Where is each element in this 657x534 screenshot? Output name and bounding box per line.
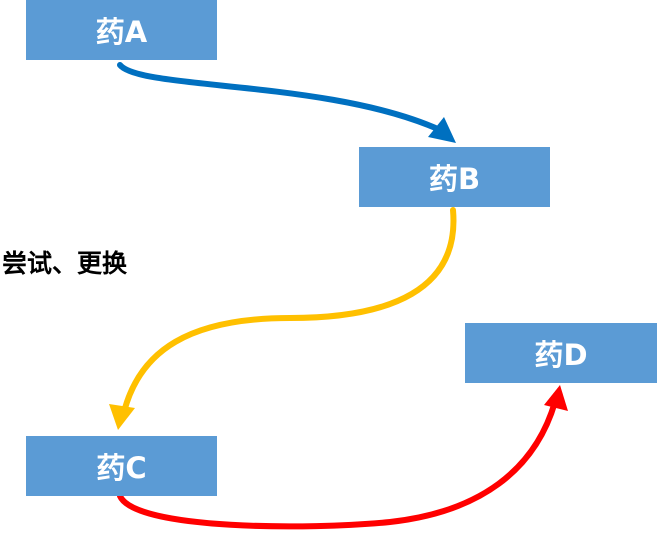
arrowhead-c-to-d	[544, 385, 568, 411]
node-drug-c: 药C	[26, 436, 217, 496]
arrow-b-to-c	[121, 207, 457, 415]
node-drug-c-label: 药C	[96, 451, 147, 485]
node-drug-a: 药A	[26, 0, 217, 60]
arrow-c-to-d	[117, 399, 558, 530]
try-switch-label: 尝试、更换	[2, 249, 128, 278]
node-drug-d: 药D	[465, 323, 657, 383]
arrowhead-b-to-c	[109, 404, 135, 430]
arrow-a-to-b	[117, 62, 443, 133]
arrowhead-a-to-b	[428, 117, 456, 143]
node-drug-a-label: 药A	[95, 15, 148, 49]
node-drug-b: 药B	[359, 147, 550, 207]
node-drug-b-label: 药B	[428, 162, 481, 196]
node-drug-d-label: 药D	[534, 338, 588, 372]
